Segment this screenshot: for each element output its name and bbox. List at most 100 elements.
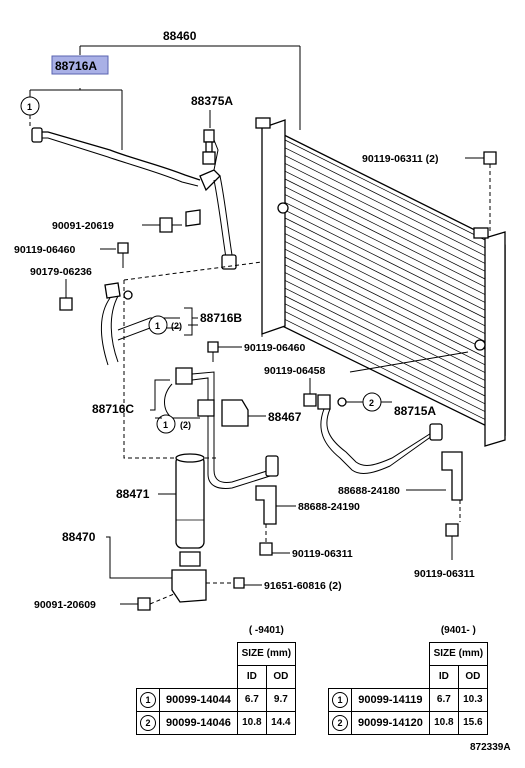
col-od-right: OD	[457, 664, 488, 689]
svg-text:1: 1	[155, 321, 160, 331]
row-number: 2	[332, 714, 348, 731]
fin-line	[284, 186, 486, 288]
range-left: ( -9401)	[248, 625, 284, 637]
svg-text:88688-24180: 88688-24180	[338, 485, 400, 497]
col-od-left: OD	[265, 664, 296, 689]
bolt-90119-06460-mid: 90119-06460	[207, 341, 305, 362]
fin-line	[284, 303, 486, 405]
svg-text:90179-06236: 90179-06236	[30, 266, 92, 278]
circle-1-top: 1	[20, 96, 40, 128]
svg-text:90091-20609: 90091-20609	[34, 599, 96, 611]
svg-text:88716B: 88716B	[200, 311, 242, 325]
fin-line	[284, 155, 486, 256]
svg-text:88375A: 88375A	[191, 94, 233, 108]
svg-text:90119-06311 (2): 90119-06311 (2)	[362, 153, 438, 165]
fin-line	[284, 295, 486, 397]
fin-line	[284, 311, 486, 412]
size-od: 9.7	[265, 687, 296, 712]
row-number: 1	[140, 691, 156, 708]
svg-text:90091-20619: 90091-20619	[52, 220, 114, 232]
assembly-leader	[29, 45, 301, 150]
size-table-left: ( -9401) SIZE (mm) ID OD 1 90099-14044 6…	[136, 620, 296, 735]
col-id-right: ID	[428, 664, 459, 689]
fin-line	[284, 217, 486, 319]
valve-88375A: 88375A	[191, 94, 233, 165]
condenser	[255, 117, 506, 447]
fin-line	[284, 287, 486, 389]
svg-text:1: 1	[163, 420, 168, 430]
range-right: (9401- )	[440, 625, 476, 637]
bracket-88688-24190: 88688-24190 90119-06311	[255, 485, 360, 560]
row-number: 2	[140, 714, 156, 731]
condenser-fins	[284, 139, 486, 420]
svg-text:88467: 88467	[268, 410, 302, 424]
highlighted-part-88716A[interactable]: 88716A	[51, 55, 109, 75]
part-number: 90099-14119	[351, 687, 430, 712]
svg-text:(2): (2)	[180, 420, 191, 430]
part-number: 90099-14120	[351, 710, 430, 735]
fin-line	[284, 225, 486, 327]
pipe-88716C: 1 (2) 88716C	[92, 367, 279, 489]
fin-line	[284, 147, 486, 249]
fin-line	[284, 178, 486, 280]
label-88716A[interactable]: 88716A	[55, 59, 97, 73]
bolt-91651-60816: 91651-60816 (2)	[206, 577, 342, 592]
bracket-88688-24180: 88688-24180 90119-06311	[338, 451, 475, 580]
part-number: 90099-14046	[159, 710, 238, 735]
fin-line	[284, 256, 486, 358]
fin-line	[284, 241, 486, 342]
col-id-left: ID	[236, 664, 267, 689]
pipe-88716B: 1 (2) 88716B	[101, 282, 242, 366]
size-id: 10.8	[428, 710, 459, 735]
svg-text:88715A: 88715A	[394, 404, 436, 418]
bolt-90119-06460-left: 90119-06460	[14, 242, 129, 268]
diagram-reference: 872339A	[470, 742, 511, 753]
fin-line	[284, 264, 486, 366]
part-number: 90099-14044	[159, 687, 238, 712]
svg-text:1: 1	[27, 102, 32, 112]
group-frame	[123, 261, 263, 459]
size-id: 10.8	[236, 710, 267, 735]
size-id: 6.7	[428, 687, 459, 712]
svg-text:91651-60816 (2): 91651-60816 (2)	[264, 580, 342, 592]
svg-text:90119-06311: 90119-06311	[292, 548, 353, 560]
label-88460: 88460	[163, 29, 197, 43]
receiver-assy-88470: 88470	[62, 530, 207, 603]
svg-text:90119-06460: 90119-06460	[14, 244, 75, 256]
svg-text:90119-06458: 90119-06458	[264, 365, 325, 377]
size-header-left: SIZE (mm)	[236, 641, 296, 666]
fin-line	[284, 233, 486, 334]
svg-text:90119-06460: 90119-06460	[244, 342, 305, 354]
fin-line	[284, 319, 486, 420]
bolt-90119-06458: 90119-06458	[264, 351, 469, 407]
bolt-90119-06311-top: 90119-06311 (2)	[362, 151, 497, 232]
fin-line	[284, 272, 486, 373]
upper-hose	[31, 127, 237, 270]
svg-text:88716C: 88716C	[92, 402, 134, 416]
nut-90179-06236: 90179-06236	[30, 266, 92, 311]
table-row: 1 90099-14044 6.7 9.7	[136, 687, 296, 712]
size-table-right: (9401- ) SIZE (mm) ID OD 1 90099-14119 6…	[328, 620, 488, 735]
fin-line	[284, 163, 486, 264]
receiver-88471: 88471	[116, 453, 205, 549]
fin-line	[284, 170, 486, 272]
svg-text:90119-06311: 90119-06311	[414, 568, 475, 580]
table-row: 2 90099-14120 10.8 15.6	[328, 710, 488, 735]
size-od: 15.6	[457, 710, 488, 735]
size-od: 14.4	[265, 710, 296, 735]
svg-text:2: 2	[369, 398, 374, 408]
pipe-88715A: 2 88715A	[317, 392, 443, 474]
svg-text:88470: 88470	[62, 530, 96, 544]
table-row: 2 90099-14046 10.8 14.4	[136, 710, 296, 735]
fin-line	[284, 280, 486, 381]
fin-line	[284, 194, 486, 295]
fin-line	[284, 202, 486, 303]
size-id: 6.7	[236, 687, 267, 712]
clip-90091-20619: 90091-20619	[52, 209, 201, 233]
fin-line	[284, 248, 486, 350]
size-od: 10.3	[457, 687, 488, 712]
fin-line	[284, 139, 486, 241]
svg-text:(2): (2)	[171, 321, 182, 331]
row-number: 1	[332, 691, 348, 708]
